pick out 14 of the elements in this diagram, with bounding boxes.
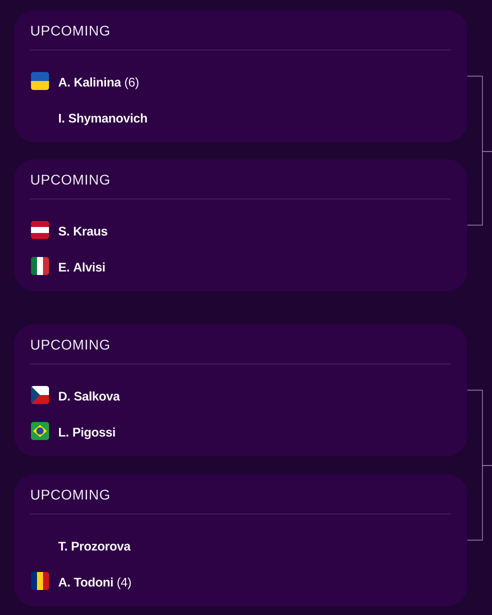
player-name: S. Kraus <box>58 226 108 236</box>
player-name: E. Alvisi <box>59 262 105 272</box>
player-name: D. Salkova <box>59 391 120 401</box>
player-name: A. Kalinina (6) <box>58 77 138 90</box>
player-name: A. Todoni (4) <box>58 577 131 590</box>
status-label: UPCOMING <box>31 174 110 185</box>
status-label: UPCOMING <box>31 340 110 350</box>
bracket-line <box>467 151 492 226</box>
status-label: UPCOMING <box>31 26 110 36</box>
status-label: UPCOMING <box>31 490 110 500</box>
player-name: I. Shymanovich <box>59 113 147 126</box>
bracket-line <box>467 465 492 541</box>
player-name: T. Prozorova <box>58 542 131 551</box>
player-name: L. Pigossi <box>59 427 115 440</box>
